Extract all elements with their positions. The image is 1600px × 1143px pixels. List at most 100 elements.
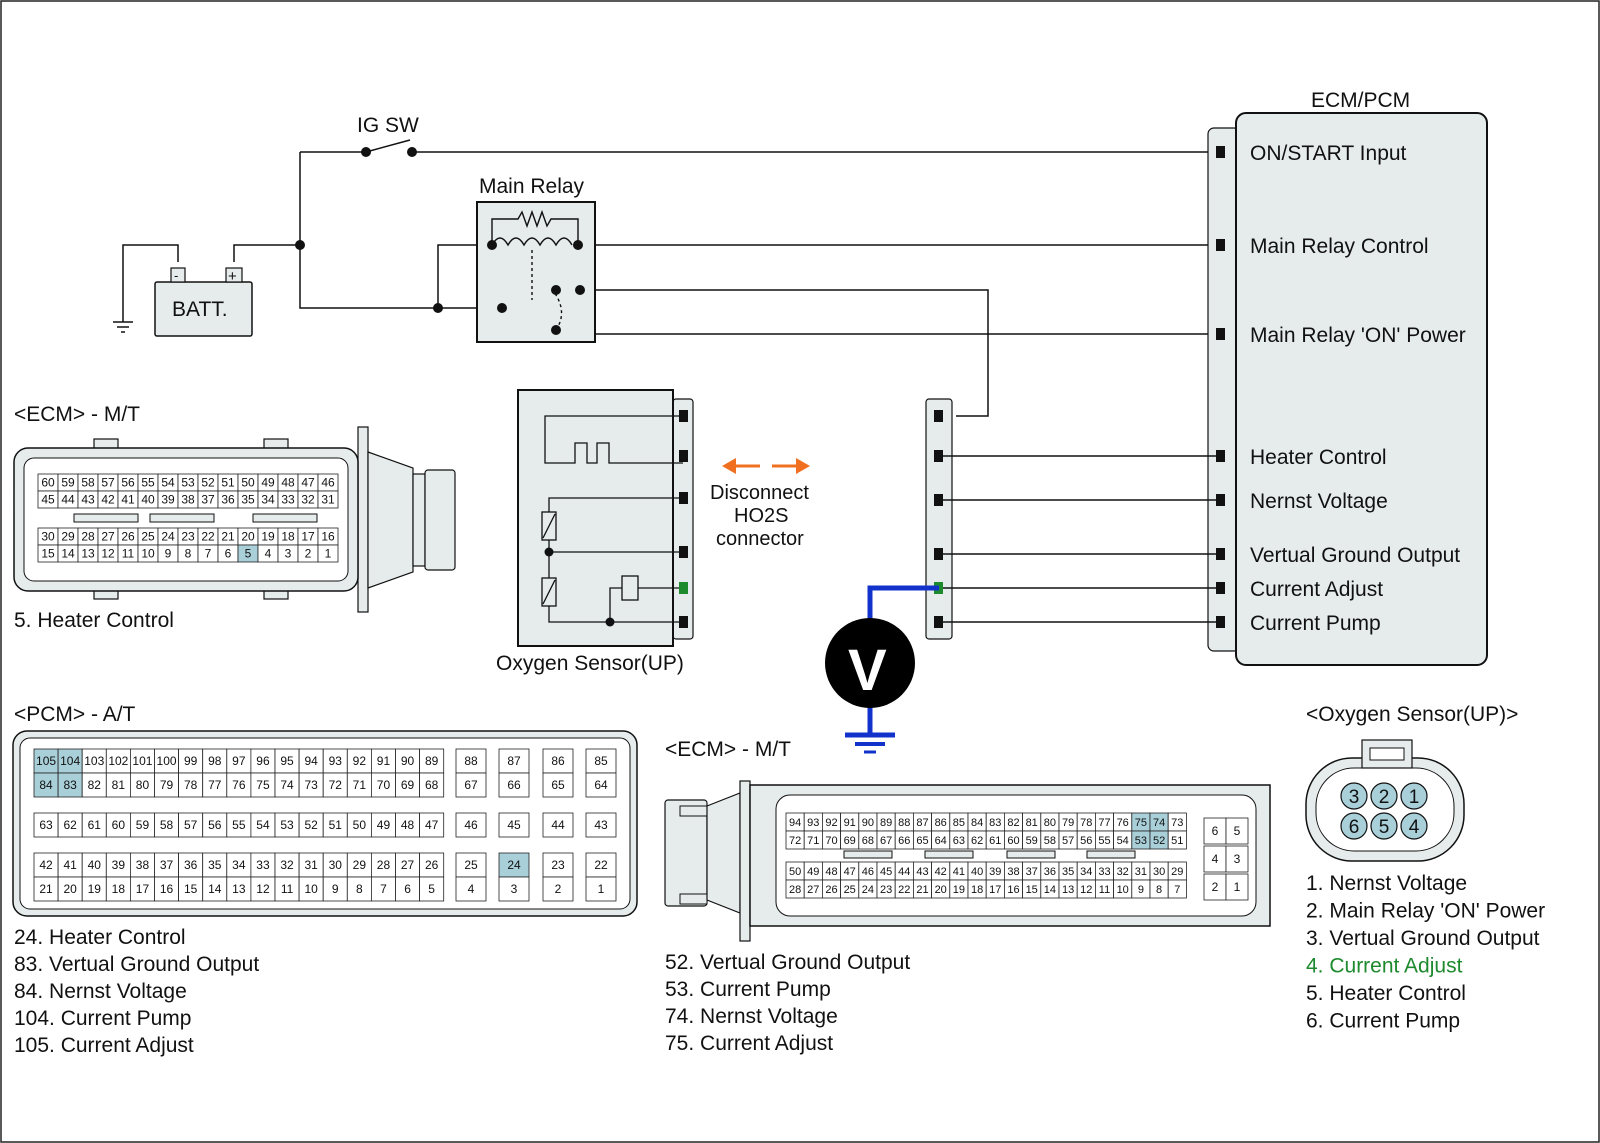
pin-number: 76	[1117, 817, 1129, 829]
harness-pin-terminal	[934, 616, 943, 628]
pin-number: 13	[81, 547, 95, 561]
pin-number: 66	[898, 835, 910, 847]
ecm-pcm-pin-label: Vertual Ground Output	[1250, 544, 1460, 567]
pin-number: 97	[232, 754, 246, 768]
o2-pin-number: 4	[1409, 817, 1420, 838]
pin-cell	[542, 748, 574, 774]
pin-number: 12	[101, 547, 115, 561]
ecm-pcm-pin-terminal	[1216, 548, 1225, 560]
pin-cell	[226, 876, 252, 902]
pin-number: 65	[916, 835, 928, 847]
pin-number: 11	[281, 882, 294, 896]
pin-number: 25	[844, 884, 856, 896]
pin-number: 17	[301, 530, 315, 544]
pin-number: 75	[256, 778, 270, 792]
pin-number: 7	[1174, 884, 1180, 896]
ecm-pcm-pin-terminal	[1216, 239, 1225, 251]
ig-sw-label: IG SW	[357, 114, 419, 137]
ecm-pcm-box	[1235, 112, 1488, 666]
pin-cell	[542, 852, 574, 878]
pin-number: 90	[862, 817, 874, 829]
pcm-at-title: <PCM> - A/T	[14, 703, 136, 726]
pin-number: 45	[41, 493, 55, 507]
pin-number: 15	[1026, 884, 1038, 896]
pin-number: 35	[241, 493, 255, 507]
pin-cell	[322, 748, 348, 774]
pin-number: 87	[916, 817, 928, 829]
battery-plus-terminal	[225, 267, 243, 283]
pin-number: 60	[1007, 835, 1019, 847]
pin-number: 76	[232, 778, 246, 792]
pin-number: 49	[807, 866, 819, 878]
ecm-pcm-pin-label: Main Relay 'ON' Power	[1250, 324, 1466, 347]
pin-number: 70	[825, 835, 837, 847]
pin-cell	[81, 812, 107, 838]
pin-number: 61	[989, 835, 1001, 847]
pin-number: 52	[1153, 835, 1165, 847]
pin-cell	[129, 876, 155, 902]
ig-sw-contact-2	[407, 147, 417, 157]
pin-cell	[178, 772, 204, 798]
o2-legend-item: 2. Main Relay 'ON' Power	[1306, 900, 1545, 923]
pin-number: 36	[221, 493, 235, 507]
pin-number: 1	[598, 882, 605, 896]
pcm-at-legend-0: 24. Heater Control	[14, 926, 186, 949]
pin-number: 44	[898, 866, 910, 878]
pin-number: 40	[141, 493, 155, 507]
pin-number: 38	[1007, 866, 1019, 878]
pin-cell	[370, 812, 396, 838]
pin-number: 39	[112, 858, 126, 872]
pin-number: 87	[507, 754, 521, 768]
pin-number: 23	[181, 530, 195, 544]
pin-number: 4	[265, 547, 272, 561]
pin-number: 14	[208, 882, 222, 896]
pin-number: 50	[241, 476, 255, 490]
pin-cell	[542, 876, 574, 902]
harness-pin-group	[934, 410, 1220, 628]
pin-number: 44	[61, 493, 75, 507]
pin-number: 55	[232, 818, 246, 832]
ecm-mt-2-title: <ECM> - M/T	[665, 738, 791, 761]
pin-cell	[33, 772, 59, 798]
pin-number: 93	[329, 754, 343, 768]
pin-number: 88	[898, 817, 910, 829]
battery-minus-sign: -	[174, 268, 178, 283]
pin-number: 35	[1062, 866, 1074, 878]
pin-number: 13	[232, 882, 246, 896]
pin-cell	[274, 812, 300, 838]
pin-number: 19	[88, 882, 102, 896]
ecm-mt-1-legend-0: 5. Heater Control	[14, 609, 174, 632]
harness-pin-terminal	[934, 450, 943, 462]
pin-cell	[154, 876, 180, 902]
pin-number: 17	[136, 882, 150, 896]
pin-number: 22	[201, 530, 215, 544]
pin-number: 68	[862, 835, 874, 847]
pin-number: 77	[1098, 817, 1110, 829]
pin-number: 74	[1153, 817, 1165, 829]
pin-cell	[395, 772, 421, 798]
pin-number: 98	[208, 754, 222, 768]
pin-cell	[105, 876, 131, 902]
pin-number: 5	[428, 882, 435, 896]
pin-number: 99	[184, 754, 198, 768]
pin-number: 39	[989, 866, 1001, 878]
sensor-pin-terminal	[679, 616, 688, 628]
pin-number: 50	[789, 866, 801, 878]
pin-cell	[298, 748, 324, 774]
pin-number: 101	[132, 754, 152, 768]
ecm-mt-1-connector	[13, 426, 456, 613]
pin-cell	[1225, 817, 1249, 845]
pin-number: 1	[325, 547, 332, 561]
pin-number: 84	[39, 778, 53, 792]
pin-number: 58	[81, 476, 95, 490]
pin-number: 92	[353, 754, 367, 768]
pin-cell	[33, 812, 59, 838]
pin-number: 34	[232, 858, 246, 872]
o2-pin	[1370, 812, 1398, 840]
pin-cell	[178, 748, 204, 774]
pin-number: 40	[88, 858, 102, 872]
pin-number: 5	[1234, 824, 1241, 838]
pin-cell	[455, 812, 487, 838]
